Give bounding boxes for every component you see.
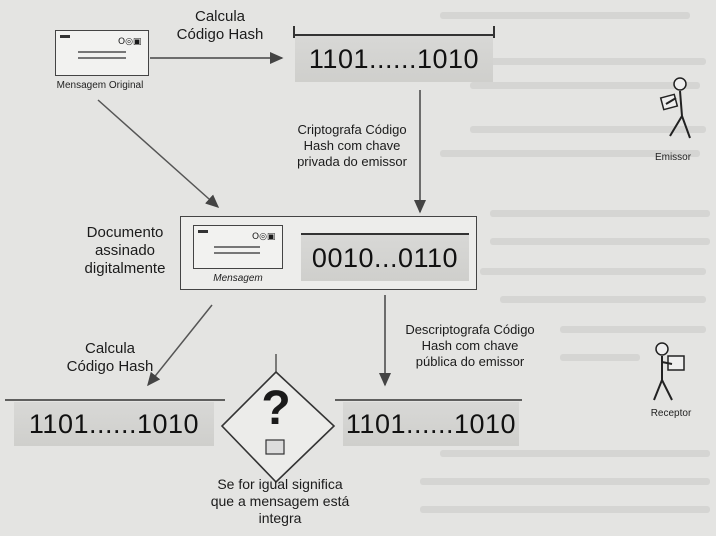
arrow-doc-to-left-hash xyxy=(147,304,213,387)
hash-top-value: 1101......1010 xyxy=(308,43,480,74)
conclusion-line1: Se for igual significa xyxy=(217,476,343,492)
calc-hash-bottom-line1: Calcula xyxy=(84,340,136,357)
encrypt-line3: privada do emissor xyxy=(297,154,407,169)
receiver-figure-icon xyxy=(653,342,685,401)
decrypt-label: Descriptografa Código Hash com chave púb… xyxy=(390,322,550,370)
seal-icon: O◎▣ xyxy=(118,37,142,47)
message-original-label: Mensagem Original xyxy=(56,80,144,91)
sender-figure-icon xyxy=(659,77,691,139)
calc-hash-bottom-label: Calcula Código Hash xyxy=(60,340,160,376)
encrypt-line2: Hash com chave xyxy=(303,138,401,153)
decrypt-line2: Hash com chave xyxy=(421,338,519,353)
calc-hash-top-label: Calcula Código Hash xyxy=(170,8,270,44)
hash-left-value: 1101......1010 xyxy=(28,408,200,439)
receiver-label: Receptor xyxy=(650,408,692,419)
arrow-original-to-doc xyxy=(97,99,220,208)
encrypted-value: 0010...0110 xyxy=(311,242,459,273)
sender-label: Emissor xyxy=(654,152,692,163)
calc-hash-top-line1: Calcula xyxy=(194,8,246,25)
decrypt-line1: Descriptografa Código xyxy=(405,322,535,337)
hash-left-box: 1101......1010 xyxy=(14,402,214,446)
signed-doc-line2: assinado xyxy=(94,242,156,259)
calc-hash-bottom-line2: Código Hash xyxy=(66,358,154,375)
signed-document-box: O◎▣ Mensagem 0010...0110 xyxy=(180,216,477,290)
hash-top-box: 1101......1010 xyxy=(293,26,495,82)
decrypt-line3: pública do emissor xyxy=(415,354,525,369)
conclusion-line2: que a mensagem está xyxy=(210,493,350,509)
encrypt-label: Criptografa Código Hash com chave privad… xyxy=(282,122,422,170)
calc-hash-top-line2: Código Hash xyxy=(176,26,264,43)
question-mark: ? xyxy=(261,382,291,435)
message-label: Mensagem xyxy=(213,273,263,284)
hash-right-value: 1101......1010 xyxy=(345,408,517,439)
conclusion-label: Se for igual significa que a mensagem es… xyxy=(200,476,360,527)
signed-doc-line1: Documento xyxy=(86,224,164,241)
signed-doc-label: Documento assinado digitalmente xyxy=(70,224,180,278)
seal-icon-2: O◎▣ xyxy=(252,232,276,242)
original-message-envelope: O◎▣ xyxy=(55,30,149,76)
question-base xyxy=(265,439,285,455)
signed-doc-line3: digitalmente xyxy=(84,260,166,277)
conclusion-line3: integra xyxy=(258,510,302,526)
encrypt-line1: Criptografa Código xyxy=(297,122,407,137)
message-envelope: O◎▣ xyxy=(193,225,283,269)
hash-right-box: 1101......1010 xyxy=(343,402,519,446)
encrypted-box: 0010...0110 xyxy=(301,233,469,281)
comparison-diamond xyxy=(220,370,336,484)
